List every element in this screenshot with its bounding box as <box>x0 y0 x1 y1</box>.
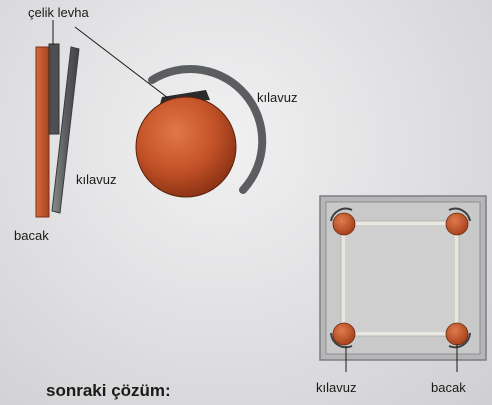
top-view <box>319 195 487 372</box>
inner-square <box>346 226 454 331</box>
leg-tr <box>445 212 469 236</box>
label-guide-bottom: kılavuz <box>316 380 356 395</box>
slanted-guide-bar <box>51 46 80 214</box>
leg-br <box>445 322 469 346</box>
label-leg-left: bacak <box>14 228 49 243</box>
corner-guide-br <box>448 332 471 349</box>
label-leg-bottom: bacak <box>431 380 466 395</box>
label-guide-left: kılavuz <box>76 172 116 187</box>
leg-bar <box>35 46 50 218</box>
frame-rail-left <box>340 220 347 337</box>
ball <box>135 96 237 198</box>
corner-guide-tr <box>448 207 471 222</box>
leg-tl <box>332 212 356 236</box>
corner-guide-bl <box>330 332 353 349</box>
corner-guide-tl <box>330 207 353 222</box>
side-view <box>35 20 80 218</box>
curved-guide-arc <box>148 65 267 194</box>
leg-bl <box>332 322 356 346</box>
label-next-solution: sonraki çözüm: <box>46 381 171 400</box>
frame-rail-top <box>340 220 460 227</box>
ball-view <box>74 26 267 198</box>
steel-plate-bar <box>48 43 60 135</box>
steel-plate-leader-2 <box>74 26 169 99</box>
frame-rail-bottom <box>340 330 460 337</box>
label-guide-right: kılavuz <box>257 90 297 105</box>
label-steel-plate: çelik levha <box>28 5 89 20</box>
frame-rail-right <box>453 220 460 337</box>
